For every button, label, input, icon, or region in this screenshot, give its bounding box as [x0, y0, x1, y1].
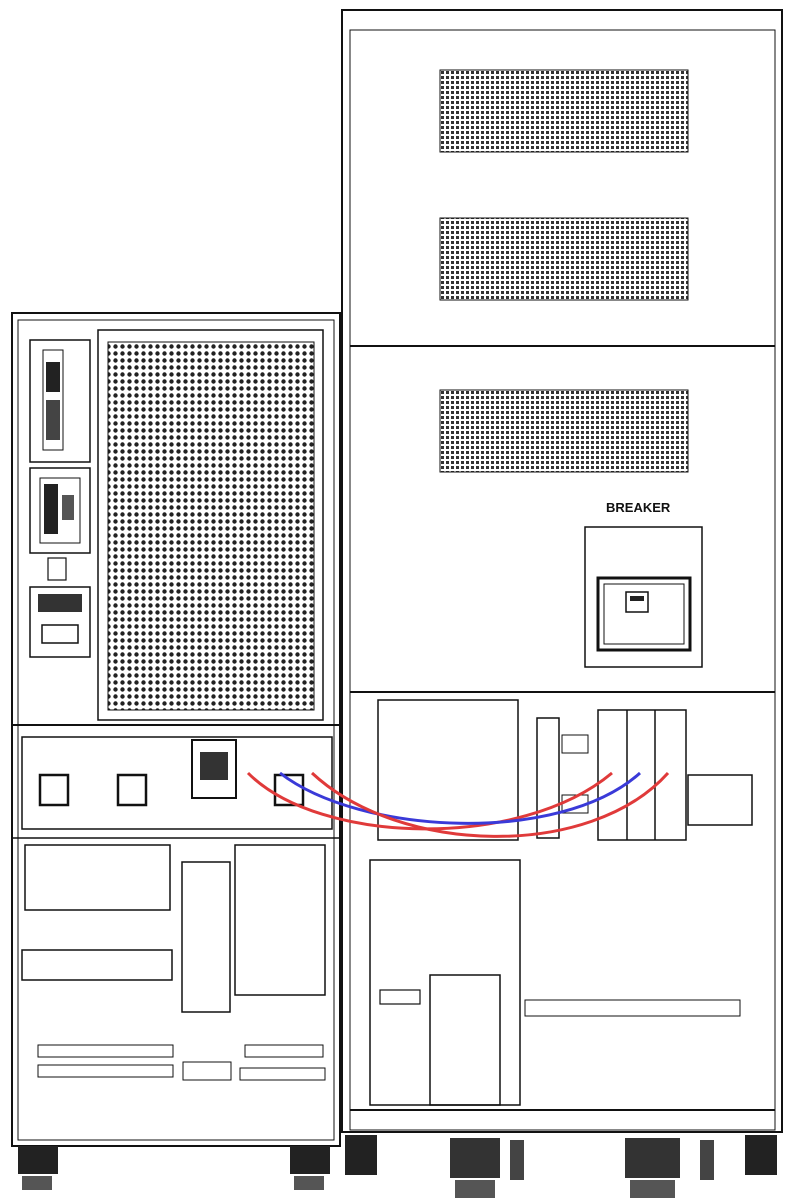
right-cabinet: BREAKER	[341, 9, 783, 1198]
cable-blue	[279, 771, 642, 825]
right-internal-modules	[369, 699, 753, 1106]
left-casters	[18, 1146, 330, 1190]
right-casters	[345, 1135, 777, 1198]
left-switch-panel	[21, 736, 333, 830]
communication-card-slots	[29, 339, 91, 658]
left-ventilation-grille	[97, 329, 324, 721]
cable-red-2	[310, 771, 670, 838]
left-cabinet	[11, 312, 341, 1190]
right-ventilation-grilles	[439, 69, 689, 473]
left-terminal-blocks	[21, 844, 326, 1081]
breaker-label: BREAKER	[606, 500, 671, 515]
breaker: BREAKER	[584, 500, 703, 668]
connection-cables	[246, 771, 670, 838]
